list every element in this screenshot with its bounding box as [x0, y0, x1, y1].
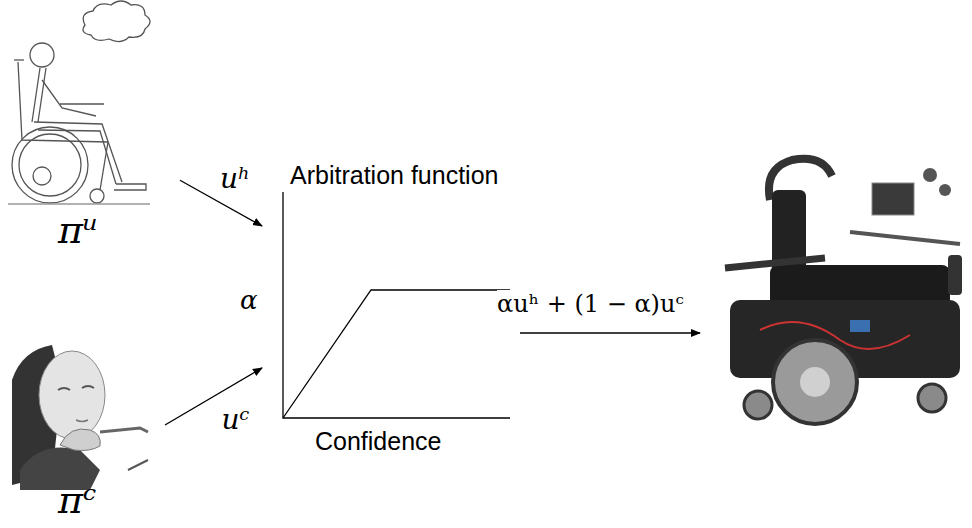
robotic-wheelchair — [725, 159, 962, 424]
output-arrow — [520, 332, 700, 333]
axis-label: α — [240, 286, 258, 315]
signal-label: uᶜ — [220, 405, 252, 436]
thought-cloud — [83, 1, 150, 42]
blend-formula: αuʰ + (1 − α)uᶜ — [497, 290, 684, 319]
user-policy: πᵘ — [0, 0, 180, 265]
policy-symbol: πᶜ — [58, 480, 96, 522]
axis-lines — [283, 192, 510, 418]
human-user-figure — [8, 1, 150, 204]
policy-symbol: πᵘ — [58, 210, 98, 252]
robot-figure — [12, 345, 148, 490]
signal-label: uʰ — [218, 164, 252, 195]
controller-policy: πᶜ — [0, 330, 165, 528]
plot-title: Arbitration function — [290, 162, 498, 190]
arbitration-curve — [283, 290, 510, 418]
axis-label: Confidence — [315, 428, 441, 456]
